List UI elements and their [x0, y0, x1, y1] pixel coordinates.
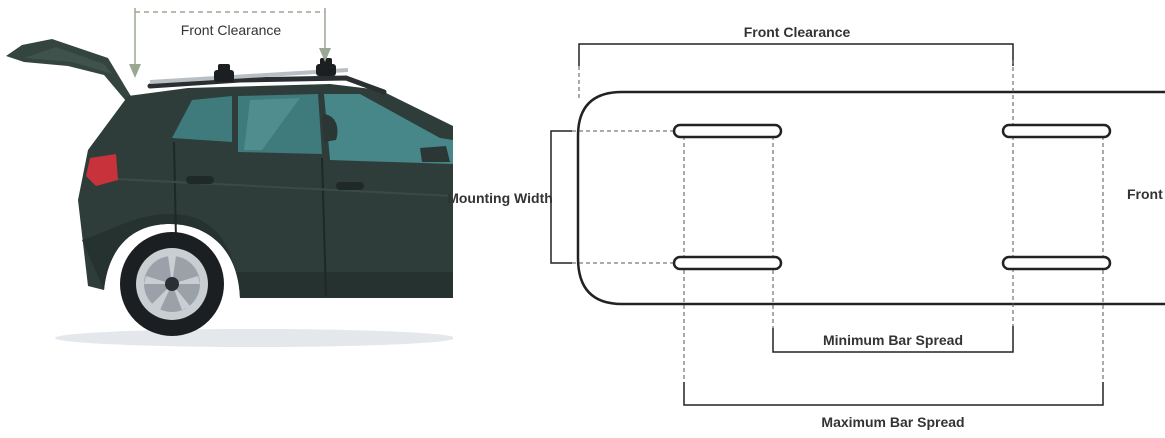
lower-body	[82, 214, 453, 298]
roof-rack-foot-rear	[214, 64, 234, 82]
roof-bar	[149, 68, 349, 84]
rear-side-window	[172, 96, 232, 142]
car-front-clearance-dimension	[129, 8, 331, 78]
dashed-guides	[572, 60, 1104, 382]
door-seam	[173, 141, 177, 241]
front-label: Front	[1127, 186, 1163, 202]
open-tailgate	[6, 39, 132, 101]
ground-shadow	[55, 329, 453, 347]
maximum-bar-spread-bracket	[683, 382, 1104, 406]
maximum-bar-spread-label: Maximum Bar Spread	[821, 414, 964, 430]
mounting-width-label: Mounting Width	[447, 190, 553, 206]
roof-rail	[147, 75, 387, 95]
front-clearance-label: Front Clearance	[744, 24, 851, 40]
mounting-width-bracket	[550, 130, 572, 264]
roof-rack-foot-front	[316, 58, 336, 76]
tail-light	[86, 154, 118, 186]
door-handle	[336, 182, 364, 190]
front-side-window	[324, 94, 453, 164]
rack-foot-front-left	[1001, 123, 1112, 139]
rack-foot-rear-right	[672, 255, 783, 271]
car-illustration: Front Clearance	[6, 8, 453, 347]
roof-top-view-diagram	[550, 43, 1165, 406]
door-seam	[321, 157, 327, 297]
headrest	[322, 114, 338, 142]
rack-foot-front-right	[1001, 255, 1112, 271]
rack-foot-rear-left	[672, 123, 783, 139]
window-reflection	[244, 98, 300, 150]
tailgate-highlight	[24, 47, 112, 74]
rear-wheel	[120, 232, 224, 336]
roof-outline	[576, 90, 1165, 306]
minimum-bar-spread-bracket	[772, 326, 1014, 353]
minimum-bar-spread-label: Minimum Bar Spread	[823, 332, 963, 348]
car-front-clearance-label: Front Clearance	[181, 22, 282, 38]
side-mirror	[420, 146, 450, 162]
front-clearance-bracket	[578, 43, 1014, 66]
body-crease	[95, 177, 453, 197]
door-handle	[186, 176, 214, 184]
